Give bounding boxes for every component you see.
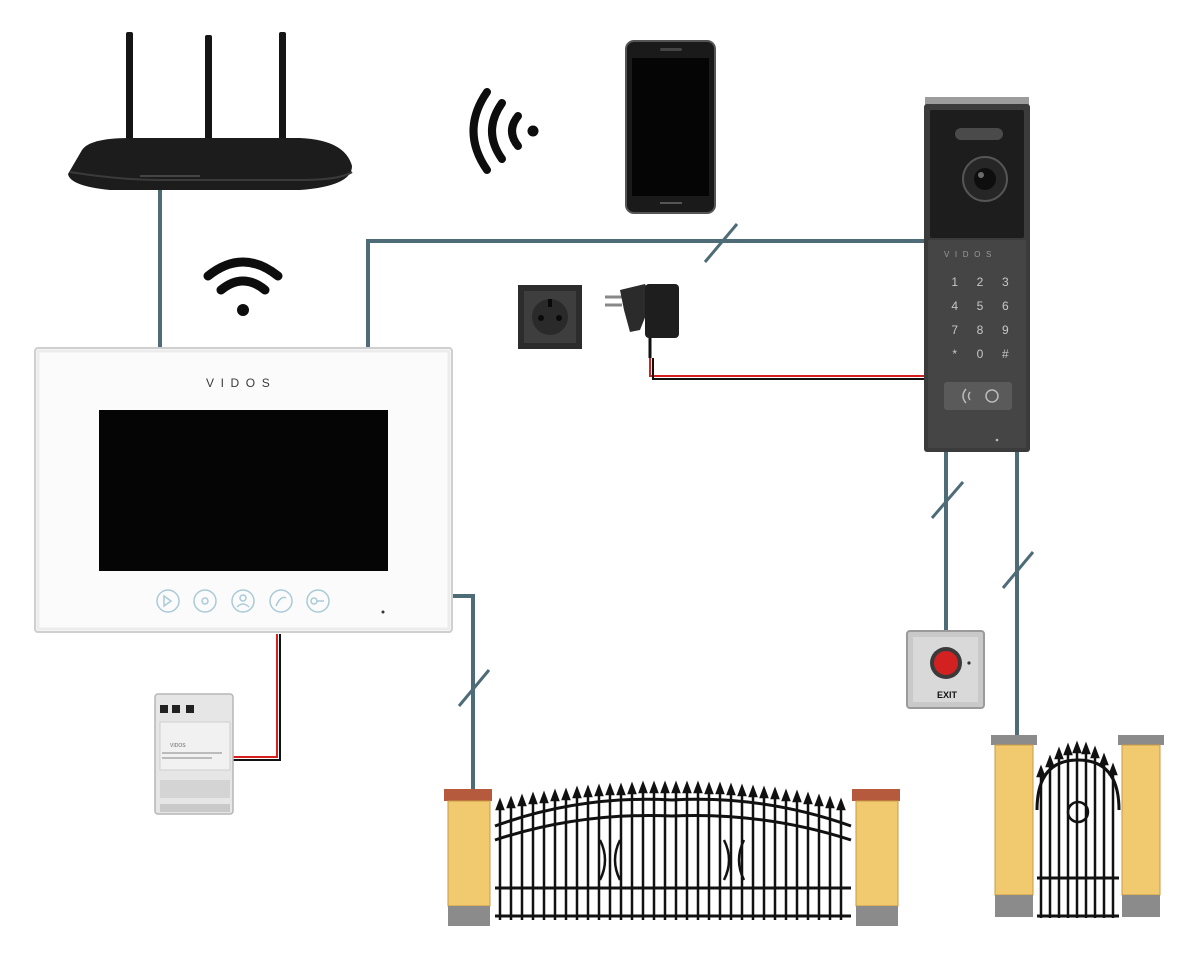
- keypad-key[interactable]: #: [1001, 347, 1009, 361]
- gate-spike: [660, 780, 670, 794]
- door-panel-keypad: 1 2 3 4 5 6 7 8 9 * 0 #: [942, 274, 1018, 362]
- wicket-spike: [1045, 754, 1055, 768]
- wicket-spike: [1072, 740, 1082, 754]
- panel-power-wire-red: [649, 358, 926, 377]
- gate-spike: [638, 780, 648, 794]
- wicket-pillar-left: [991, 735, 1037, 917]
- monitor-record-button[interactable]: [193, 589, 217, 613]
- din-power-supply-icon: VIDOS: [154, 693, 234, 815]
- keypad-key[interactable]: 9: [1001, 323, 1009, 337]
- wicket-spike: [1054, 746, 1064, 760]
- keypad-key[interactable]: 6: [1001, 299, 1009, 313]
- gate-spike: [605, 782, 615, 796]
- gate-spike: [583, 784, 593, 798]
- monitor-talk-button[interactable]: [269, 589, 293, 613]
- gate-spike: [836, 797, 846, 811]
- gate-spike: [803, 791, 813, 805]
- exit-button-label: EXIT: [936, 690, 957, 700]
- wifi-signal-phone-icon: [469, 88, 539, 174]
- gate-spike: [649, 780, 659, 794]
- keypad-key[interactable]: *: [952, 347, 957, 361]
- keypad-key[interactable]: 5: [976, 299, 984, 313]
- gate-spike: [693, 780, 703, 794]
- monitor-brand: VIDOS: [206, 376, 277, 390]
- gate-spike: [627, 781, 637, 795]
- wicket-spike: [1063, 742, 1073, 756]
- gate-spike: [495, 797, 505, 811]
- gate-spike: [528, 791, 538, 805]
- gate-bars: [495, 780, 846, 920]
- wall-socket-icon: [518, 285, 582, 349]
- gate-spike: [517, 793, 527, 807]
- gate-spike: [737, 783, 747, 797]
- gate-spike: [748, 784, 758, 798]
- keypad-key[interactable]: 4: [951, 299, 958, 313]
- gate-spike: [539, 790, 549, 804]
- gate-spike: [814, 793, 824, 807]
- gate-spike: [792, 789, 802, 803]
- wicket-pillar-right: [1118, 735, 1164, 917]
- wifi-icon: [203, 257, 283, 316]
- monitor-power-wire-red: [232, 634, 278, 758]
- gate-spike: [506, 795, 516, 809]
- router-icon: [68, 32, 353, 190]
- break-mark: [1001, 551, 1035, 589]
- panel-power-wire-black: [652, 358, 926, 380]
- power-wires: [232, 358, 926, 761]
- break-mark: [703, 223, 739, 263]
- gate-spike: [682, 780, 692, 794]
- monitor-screen: [99, 410, 388, 571]
- monitor-user-button[interactable]: [231, 589, 255, 613]
- gate-spike: [781, 788, 791, 802]
- monitor-doorpanel-cable: [366, 239, 930, 350]
- break-mark: [457, 669, 491, 707]
- gate-spike: [715, 781, 725, 795]
- wicket-spike: [1090, 745, 1100, 759]
- keypad-key[interactable]: 0: [976, 347, 984, 361]
- gate-pillar-left: [444, 789, 492, 926]
- wicket-spike: [1108, 762, 1118, 776]
- gate-spike: [671, 780, 681, 794]
- gate-spike: [616, 782, 626, 796]
- wicket-spike: [1099, 752, 1109, 766]
- door-panel-brand: VIDOS: [944, 250, 997, 259]
- gate-spike: [759, 785, 769, 799]
- keypad-key[interactable]: 1: [951, 275, 958, 289]
- break-mark: [930, 481, 965, 519]
- gate-spike: [726, 782, 736, 796]
- smartphone-icon: [625, 40, 716, 214]
- monitor-unlock-button[interactable]: [306, 589, 330, 613]
- monitor-gate-cable: [450, 594, 475, 792]
- monitor-play-button[interactable]: [156, 589, 180, 613]
- wicket-bars: [1036, 740, 1118, 918]
- gate-spike: [704, 781, 714, 795]
- card-reader-call-button[interactable]: [944, 382, 1012, 410]
- monitor-buttons: [156, 589, 330, 613]
- gate-pillar-right: [852, 789, 900, 926]
- keypad-key[interactable]: 8: [976, 323, 984, 337]
- wicket-spike: [1036, 764, 1046, 778]
- door-panel: [924, 97, 1030, 452]
- cable-break-marks: [457, 223, 1035, 707]
- keypad-key[interactable]: 2: [976, 275, 984, 289]
- gate-spike: [825, 795, 835, 809]
- gate-spike: [770, 786, 780, 800]
- gate-spike: [572, 785, 582, 799]
- power-adapter-icon: [605, 284, 679, 358]
- driveway-gate-icon: [444, 780, 900, 926]
- gate-spike: [561, 787, 571, 801]
- indoor-monitor: [34, 347, 453, 633]
- keypad-key[interactable]: 7: [951, 323, 958, 337]
- keypad-key[interactable]: 3: [1001, 275, 1009, 289]
- exit-button-icon[interactable]: [906, 630, 985, 709]
- gate-spike: [594, 783, 604, 797]
- monitor-power-wire-black: [232, 634, 281, 761]
- psu-brand: VIDOS: [170, 743, 186, 749]
- wicket-gate-icon: [991, 735, 1164, 918]
- gate-spike: [550, 788, 560, 802]
- wicket-spike: [1081, 741, 1091, 755]
- wiring: [158, 186, 1019, 792]
